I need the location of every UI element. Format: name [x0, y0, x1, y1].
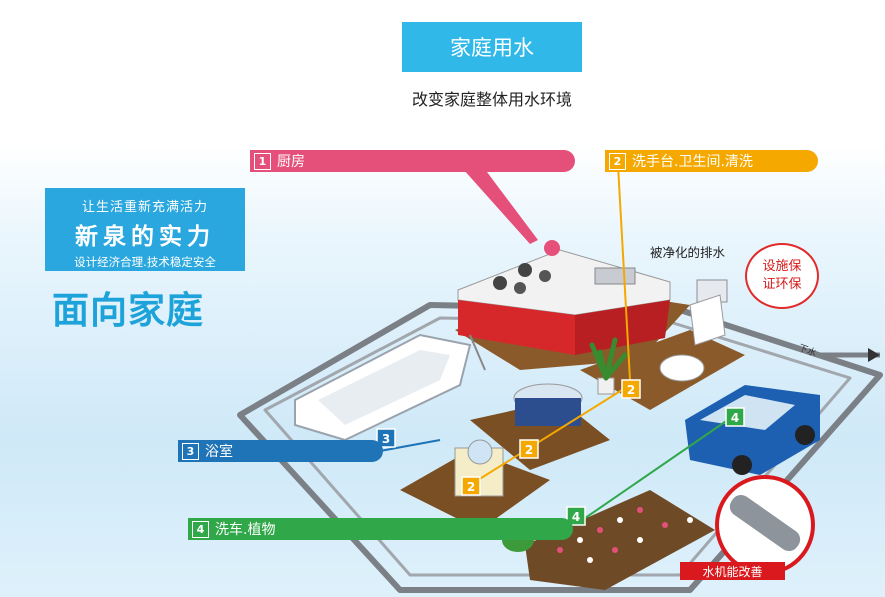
stove-burner	[493, 276, 507, 290]
stove-burner	[518, 263, 532, 277]
pipe-loop-outer	[237, 302, 883, 593]
callout-text: 厨房	[277, 154, 305, 170]
flower	[687, 517, 693, 523]
callout-pointer-1	[455, 160, 538, 244]
flower	[662, 522, 668, 528]
car-wheel	[732, 455, 752, 475]
promo-line-1: 让生活重新充满活力	[81, 200, 208, 215]
marker-number: 4	[731, 411, 739, 425]
marker-4	[566, 506, 586, 526]
marker-number: 2	[467, 480, 475, 494]
fix-tag: 水机能改善	[680, 562, 785, 580]
page-title: 家庭用水	[450, 36, 534, 60]
stove-burner	[514, 282, 526, 294]
callout-number: 4	[192, 520, 209, 538]
callout-line-2	[617, 164, 631, 381]
pipe-device	[729, 494, 801, 552]
car-wheel	[795, 425, 815, 445]
bathtub-inner	[318, 350, 450, 425]
promo-line-2: 新泉的实力	[75, 224, 215, 250]
downwater-label: 下水	[797, 342, 818, 359]
page-subtitle: 改变家庭整体用水环境	[411, 90, 572, 109]
callout-text: 洗手台.卫生间.清洗	[632, 154, 753, 170]
callout-text: 洗车.植物	[215, 522, 276, 538]
downwater-arrow-icon	[868, 348, 880, 362]
stove-burner	[539, 270, 551, 282]
marker-2	[621, 379, 641, 399]
garden-bed	[525, 490, 715, 590]
marker-2	[519, 439, 539, 459]
callout-number: 2	[609, 152, 626, 170]
callout-car-plants: 4 洗车.植物	[188, 518, 573, 540]
toilet-tank	[689, 294, 726, 346]
marker-4	[725, 407, 745, 427]
callout-line-2b	[469, 384, 631, 486]
slogan: 面向家庭	[52, 289, 204, 332]
eco-bubble-line-1: 设施保	[762, 259, 802, 274]
flower	[637, 537, 643, 543]
kitchen-sink	[594, 267, 636, 285]
flower	[597, 527, 603, 533]
marker-number: 2	[525, 443, 533, 457]
callout-number: 3	[182, 442, 199, 460]
marker-3	[376, 428, 396, 448]
marker-number: 2	[627, 383, 635, 397]
flower	[637, 507, 643, 513]
marker-2	[461, 476, 481, 496]
callout-line-3	[379, 439, 441, 452]
title-banner: 家庭用水	[402, 22, 582, 72]
toilet-bowl	[659, 354, 705, 382]
marker-number: 3	[382, 432, 390, 446]
flower	[612, 547, 618, 553]
callout-kitchen: 1 厨房	[250, 150, 575, 172]
promo-box: 让生活重新充满活力 新泉的实力 设计经济合理.技术稳定安全	[45, 188, 245, 271]
flower	[587, 557, 593, 563]
callout-marker-1	[544, 240, 560, 256]
kitchen-counter-side	[575, 300, 670, 355]
flower	[557, 547, 563, 553]
callout-line-4	[574, 414, 736, 526]
eco-bubble: 设施保 证环保	[745, 243, 819, 309]
marker-number: 4	[572, 510, 580, 524]
promo-line-3: 设计经济合理.技术稳定安全	[74, 255, 216, 269]
kitchen-counter-front	[458, 300, 575, 355]
eco-bubble-line-2: 证环保	[762, 277, 802, 292]
car-window	[700, 395, 795, 430]
callout-number: 1	[254, 152, 271, 170]
washer-lid	[467, 439, 493, 465]
flower	[577, 537, 583, 543]
callout-text: 浴室	[205, 444, 233, 460]
callout-washroom: 2 洗手台.卫生间.清洗	[605, 150, 818, 172]
plant-leaves	[589, 337, 628, 381]
pipe-loop-inner	[263, 316, 852, 577]
drain-label: 被净化的排水	[650, 245, 726, 260]
flower	[617, 517, 623, 523]
callout-bathroom: 3 浴室	[178, 440, 383, 462]
shower-hose	[469, 334, 486, 371]
